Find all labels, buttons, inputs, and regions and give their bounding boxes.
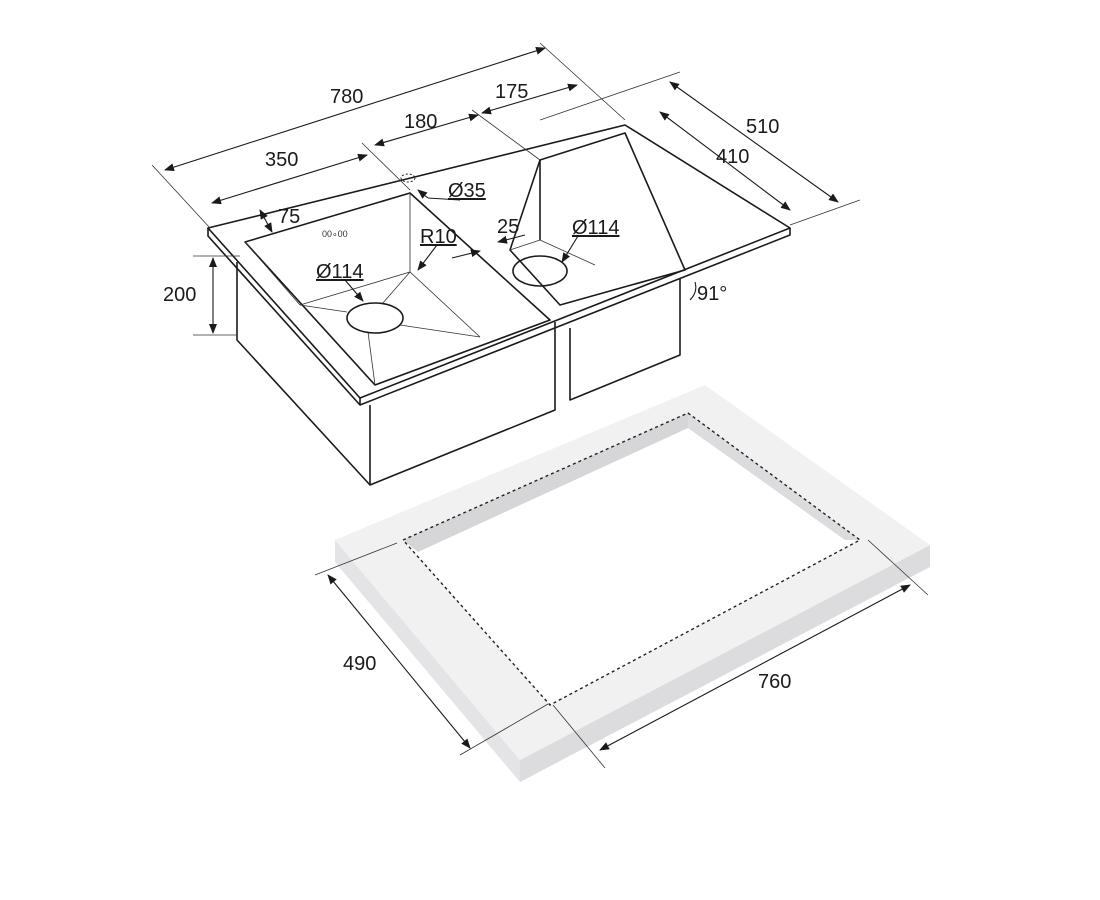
tap-hole-icon [400,173,416,183]
label-right-drain: Ø114 [572,217,619,239]
label-350: 350 [265,149,298,171]
right-drain-icon [512,255,568,287]
brand-logo: 00∘00 [322,229,348,239]
left-drain-icon [346,302,404,334]
cutout-outline [401,412,862,706]
left-bowl: 00∘00 [244,192,551,386]
label-left-drain: Ø114 [316,261,363,283]
label-tap-hole: Ø35 [448,180,486,202]
label-780: 780 [330,86,363,108]
label-410: 410 [716,146,749,168]
label-180: 180 [404,111,437,133]
label-25: 25 [497,216,519,238]
label-760: 760 [758,671,791,693]
dimension-labels: 780 180 175 510 410 350 75 Ø35 R10 25 Ø1… [163,81,791,693]
label-175: 175 [495,81,528,103]
dimension-lines [151,42,929,769]
right-bowl [509,132,686,306]
label-510: 510 [746,116,779,138]
countertop-slab [335,385,930,782]
label-r10: R10 [420,226,457,248]
sink-body [236,262,681,486]
label-490: 490 [343,653,376,675]
label-75: 75 [278,206,300,228]
label-91deg: 91° [697,283,727,305]
label-200: 200 [163,284,196,306]
